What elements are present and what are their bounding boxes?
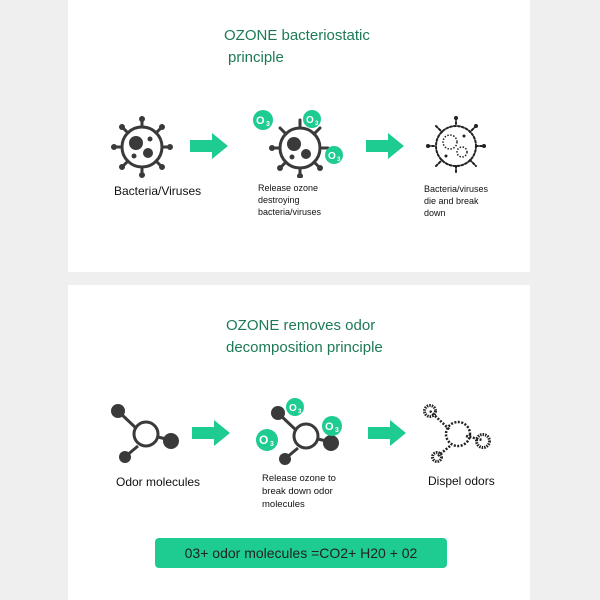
- arrow-right-icon: [366, 133, 404, 159]
- dispel-caption: Dispel odors: [428, 474, 495, 488]
- svg-text:3: 3: [335, 427, 339, 434]
- svg-text:O: O: [325, 421, 334, 433]
- bacteriostatic-title-line1: OZONE bacteriostatic: [224, 27, 370, 44]
- svg-text:O: O: [289, 403, 297, 414]
- svg-text:O: O: [306, 115, 314, 126]
- svg-text:3: 3: [270, 441, 274, 448]
- odor-caption: Odor molecules: [116, 475, 201, 489]
- broken-molecule-icon: [423, 404, 491, 463]
- arrow-right-icon: [368, 420, 406, 446]
- bacteriostatic-title-line2: principle: [228, 49, 284, 66]
- broken-bacteria-caption: Bacteria/viruses die and break down: [424, 184, 489, 218]
- broken-bacteria-icon: [426, 116, 486, 175]
- svg-text:3: 3: [315, 121, 319, 127]
- odor-title-line1: OZONE removes odor: [226, 317, 376, 334]
- odor-title-line2: decomposition principle: [226, 339, 383, 356]
- svg-text:3: 3: [298, 409, 302, 415]
- bacteria-ozone-caption: Release ozone destroying bacteria/viruse…: [258, 183, 322, 217]
- svg-text:O: O: [259, 433, 268, 447]
- svg-text:3: 3: [337, 157, 341, 163]
- arrow-right-icon: [190, 133, 228, 159]
- svg-text:O: O: [328, 151, 336, 162]
- svg-text:3: 3: [266, 121, 270, 128]
- reaction-formula: 03+ odor molecules =CO2+ H20 + 02: [155, 538, 447, 568]
- bacteria-caption: Bacteria/Viruses: [114, 184, 202, 198]
- odor-ozone-caption: Release ozone to break down odor molecul…: [262, 473, 336, 510]
- svg-text:O: O: [256, 115, 265, 127]
- odor-molecule-icon: [111, 404, 179, 463]
- arrow-right-icon: [192, 420, 230, 446]
- bacteria-icon: [111, 116, 173, 178]
